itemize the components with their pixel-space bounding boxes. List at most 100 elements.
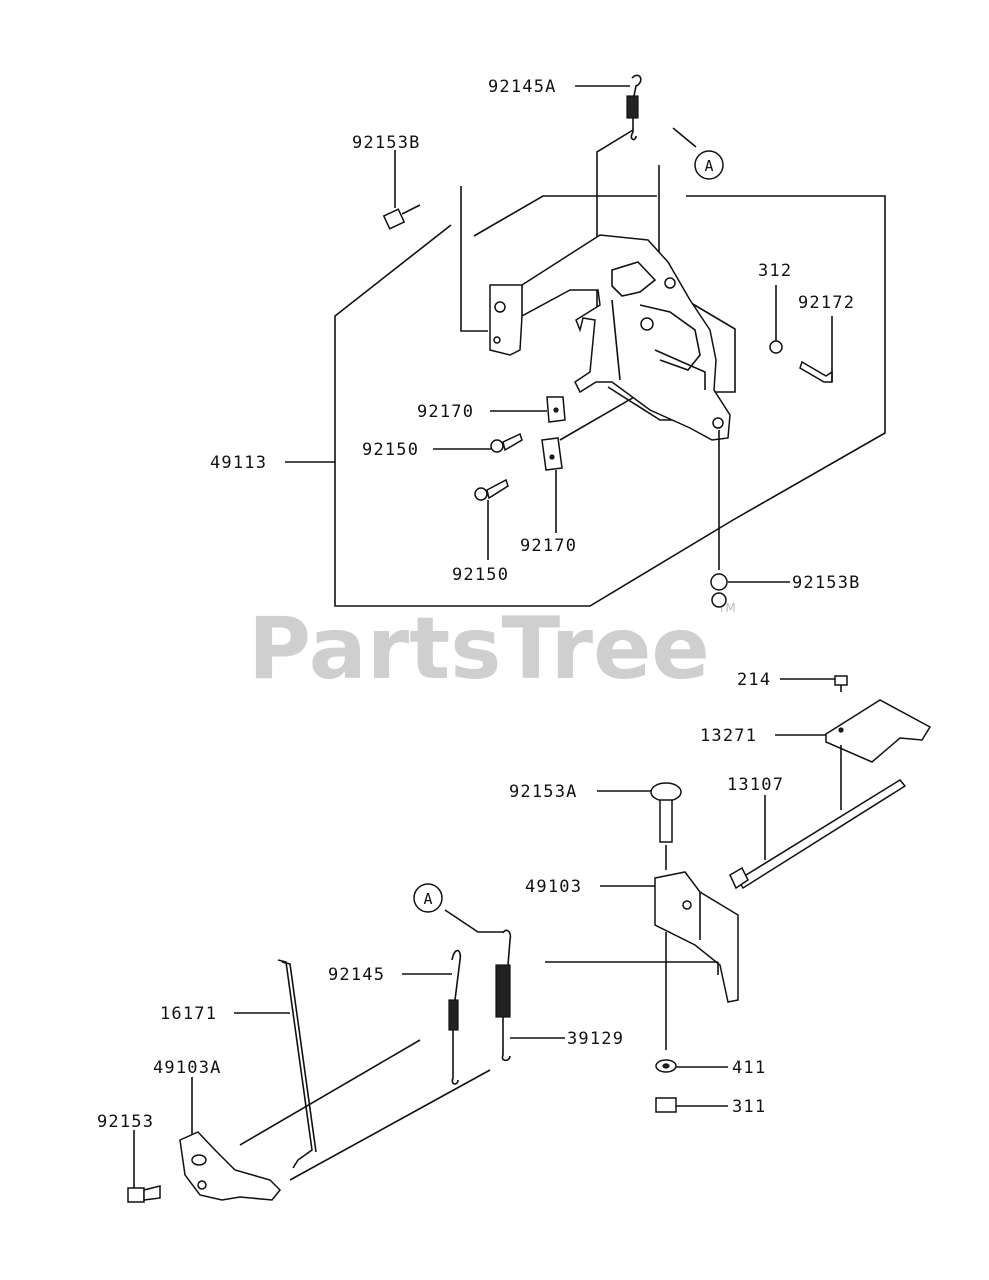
rod-edge <box>281 961 317 1153</box>
shaft-body <box>736 779 907 890</box>
callout-circle <box>413 883 443 913</box>
part-label-92150-a[interactable]: 92150 <box>362 440 419 460</box>
spring-coil <box>626 95 639 119</box>
bolt-body <box>799 360 833 383</box>
bolt-shank <box>486 478 509 500</box>
spring-hook-top <box>451 949 462 1001</box>
part-label-49103A[interactable]: 49103A <box>153 1058 222 1078</box>
assembly-frame-outline-a <box>334 195 886 607</box>
assembly-49113 <box>285 74 886 608</box>
part-label-13107[interactable]: 13107 <box>727 775 784 795</box>
part-label-92150-b[interactable]: 92150 <box>452 565 509 585</box>
part-label-92153B-bottom[interactable]: 92153B <box>792 573 861 593</box>
bracket-hole-3 <box>712 417 724 429</box>
part-label-13271[interactable]: 13271 <box>700 726 757 746</box>
part-label-92172[interactable]: 92172 <box>798 293 855 313</box>
part-label-92145[interactable]: 92145 <box>328 965 385 985</box>
lever-body <box>179 1131 282 1201</box>
bracket-hole-2 <box>493 336 501 344</box>
part-label-49113[interactable]: 49113 <box>210 453 267 473</box>
rod-body <box>277 959 313 1169</box>
lever-body <box>654 871 739 1003</box>
lever-49103 <box>600 871 739 1003</box>
rod-16171 <box>234 959 317 1169</box>
clip-body <box>541 437 563 471</box>
leader-callout-a <box>672 127 697 148</box>
bolt-head <box>710 573 728 591</box>
part-label-92153A[interactable]: 92153A <box>509 782 578 802</box>
washer-hole <box>662 1063 670 1069</box>
link-line-upper <box>239 1039 421 1146</box>
clip-92170-b <box>541 437 563 533</box>
control-bracket <box>489 234 731 441</box>
bolt-head <box>127 1187 145 1203</box>
callout-letter: A <box>423 890 432 908</box>
nut-312 <box>769 285 783 354</box>
part-label-214[interactable]: 214 <box>737 670 771 690</box>
part-label-311[interactable]: 311 <box>732 1097 766 1117</box>
part-label-312[interactable]: 312 <box>758 261 792 281</box>
nut-body <box>655 1097 677 1113</box>
clip-hole <box>553 407 559 413</box>
spring-coil <box>495 964 511 1018</box>
shaft-end <box>729 866 749 890</box>
part-label-92153[interactable]: 92153 <box>97 1112 154 1132</box>
washer-411 <box>655 1059 728 1073</box>
lever-hole-1 <box>191 1154 207 1166</box>
plate-13271 <box>775 699 932 810</box>
plate-hole <box>838 727 844 733</box>
bolt-head <box>650 782 682 802</box>
spring-hook-top <box>631 74 642 97</box>
leader-left <box>460 186 488 332</box>
bolt-92153B-top <box>382 150 421 230</box>
spring-hook-bottom <box>630 118 637 141</box>
part-label-92153B-top[interactable]: 92153B <box>352 133 421 153</box>
part-label-92170-a[interactable]: 92170 <box>417 402 474 422</box>
part-label-16171[interactable]: 16171 <box>160 1004 217 1024</box>
bolt-head <box>490 439 504 453</box>
bracket-pivot <box>640 317 654 331</box>
leader-312 <box>680 296 736 393</box>
part-label-92145A[interactable]: 92145A <box>488 77 557 97</box>
watermark: PartsTree <box>248 599 710 699</box>
bolt-washer <box>711 592 727 608</box>
part-label-49103[interactable]: 49103 <box>525 877 582 897</box>
spring-hook-bottom <box>451 1030 459 1085</box>
bolt-shank <box>143 1185 161 1201</box>
bolt-shank <box>659 799 673 843</box>
lever-hole <box>682 900 692 910</box>
bolt-92172 <box>799 316 833 383</box>
bracket-spring-hook <box>664 277 676 289</box>
bolt-92150-b <box>474 478 509 560</box>
link-line-lower <box>289 1069 491 1181</box>
bracket-lever-3 <box>611 299 621 381</box>
bolt-shank <box>502 432 523 452</box>
nut-body <box>769 340 783 354</box>
clip-92170-a <box>490 396 566 423</box>
clip-hole <box>549 454 555 460</box>
bolt-head <box>474 487 488 501</box>
leader-callout-a-bottom <box>444 909 503 933</box>
part-label-411[interactable]: 411 <box>732 1058 766 1078</box>
part-label-92170-b[interactable]: 92170 <box>520 536 577 556</box>
spring-coil <box>448 999 459 1031</box>
screw-214 <box>780 675 848 692</box>
bolt-92153B-bottom <box>710 430 790 608</box>
lever-hole-2 <box>197 1180 207 1190</box>
callout-a-top: A <box>694 150 724 180</box>
part-label-39129[interactable]: 39129 <box>567 1029 624 1049</box>
assembly-frame-outline-b <box>334 224 452 463</box>
spring-92145A <box>626 74 642 141</box>
bracket-lever-2 <box>639 304 701 371</box>
callout-letter: A <box>704 157 713 175</box>
bracket-hole-1 <box>494 301 506 313</box>
spring-hook-bottom <box>501 1017 511 1062</box>
shaft-13107 <box>729 779 907 890</box>
lower-assembly <box>127 675 932 1203</box>
callout-a-bottom: A <box>413 883 443 913</box>
bolt-head <box>382 208 406 230</box>
spring-hook-top <box>502 929 512 966</box>
assembly-frame-outline-c <box>473 195 657 237</box>
bolt-92153 <box>127 1130 161 1203</box>
